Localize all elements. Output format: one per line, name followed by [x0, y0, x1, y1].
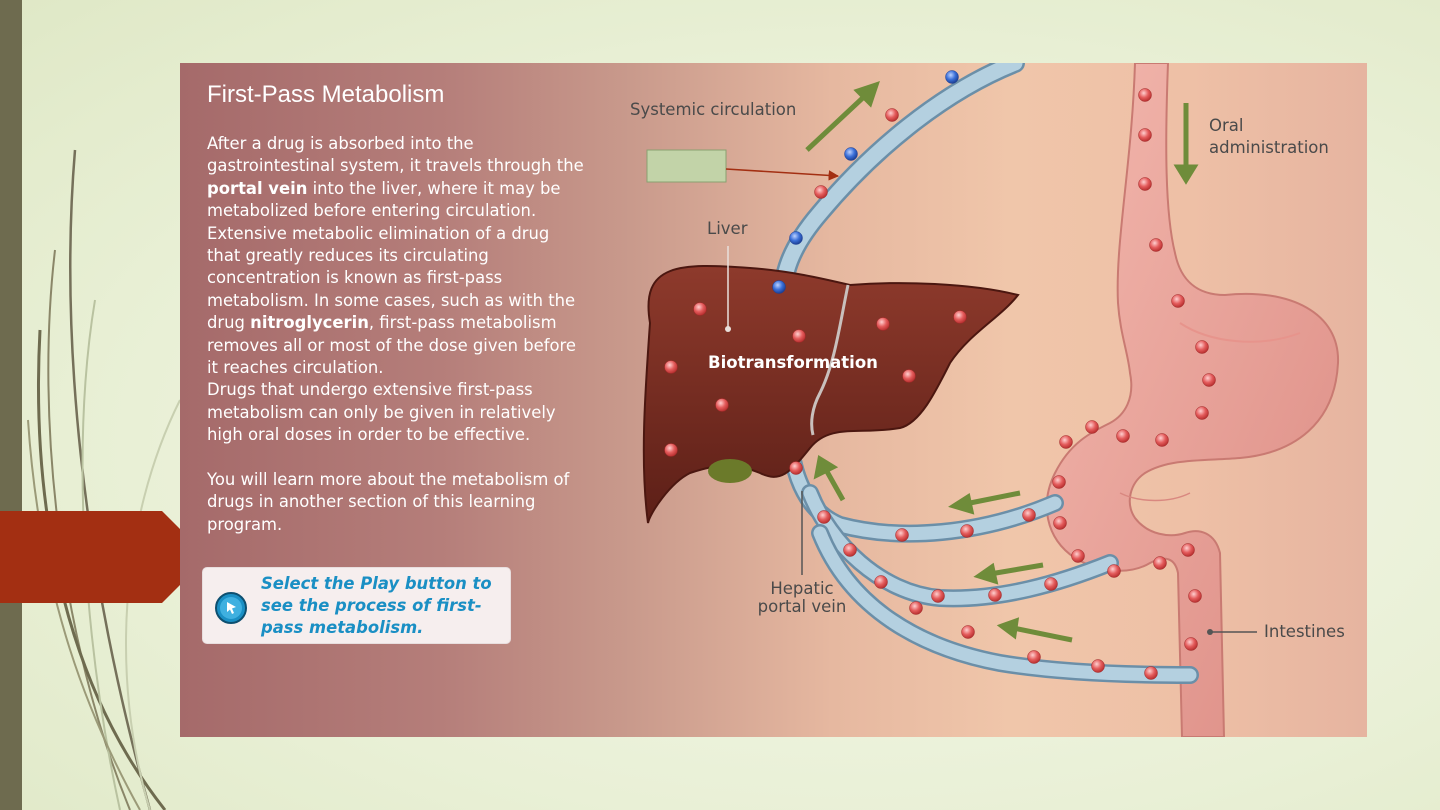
play-prompt-box[interactable]: Select the Play button to see the proces…: [203, 568, 510, 643]
label-pointer-arrow: [725, 168, 840, 181]
blank-label-box: [646, 149, 727, 183]
body-paragraph: After a drug is absorbed into the gastro…: [207, 133, 587, 379]
slide-panel: First-Pass Metabolism After a drug is ab…: [180, 63, 1367, 737]
liver: [642, 265, 1020, 524]
flow-arrows: [805, 81, 1199, 643]
label-biotransformation: Biotransformation: [708, 353, 878, 372]
play-cursor-icon[interactable]: [215, 592, 247, 624]
play-prompt-text: Select the Play button to see the proces…: [261, 574, 492, 637]
body-bold-term: nitroglycerin: [250, 313, 369, 333]
label-oral-line1: Oral: [1209, 116, 1243, 135]
body-text-segment: into the liver, where it may be metaboli…: [207, 178, 576, 333]
body-paragraph: Drugs that undergo extensive first-pass …: [207, 379, 587, 446]
body-text-segment: , first-pass metabolism removes all or m…: [207, 313, 576, 378]
body-bold-term: portal vein: [207, 178, 308, 198]
body-paragraph: You will learn more about the metabolism…: [207, 469, 587, 536]
body-text-segment: Drugs that undergo extensive first-pass …: [207, 380, 556, 445]
section-marker-tab: [0, 511, 182, 603]
label-hepatic-line2: portal vein: [758, 597, 847, 616]
label-systemic-circulation: Systemic circulation: [630, 100, 796, 119]
liver-leader-dot: [725, 326, 731, 332]
body-text-segment: After a drug is absorbed into the gastro…: [207, 134, 584, 176]
first-pass-diagram: Systemic circulation Oral administration…: [630, 63, 1345, 737]
left-accent-bar: [0, 0, 22, 810]
body-text-segment: You will learn more about the metabolism…: [207, 470, 570, 534]
drug-particles: [664, 88, 1216, 680]
label-hepatic-line1: Hepatic: [770, 579, 833, 598]
slide-body-text: After a drug is absorbed into the gastro…: [207, 133, 587, 536]
metabolite-particles: [772, 70, 959, 294]
label-oral-line2: administration: [1209, 138, 1329, 157]
label-liver: Liver: [707, 219, 748, 238]
slide-title: First-Pass Metabolism: [207, 81, 445, 108]
intestines-leader-dot: [1207, 629, 1213, 635]
label-intestines: Intestines: [1264, 622, 1345, 641]
